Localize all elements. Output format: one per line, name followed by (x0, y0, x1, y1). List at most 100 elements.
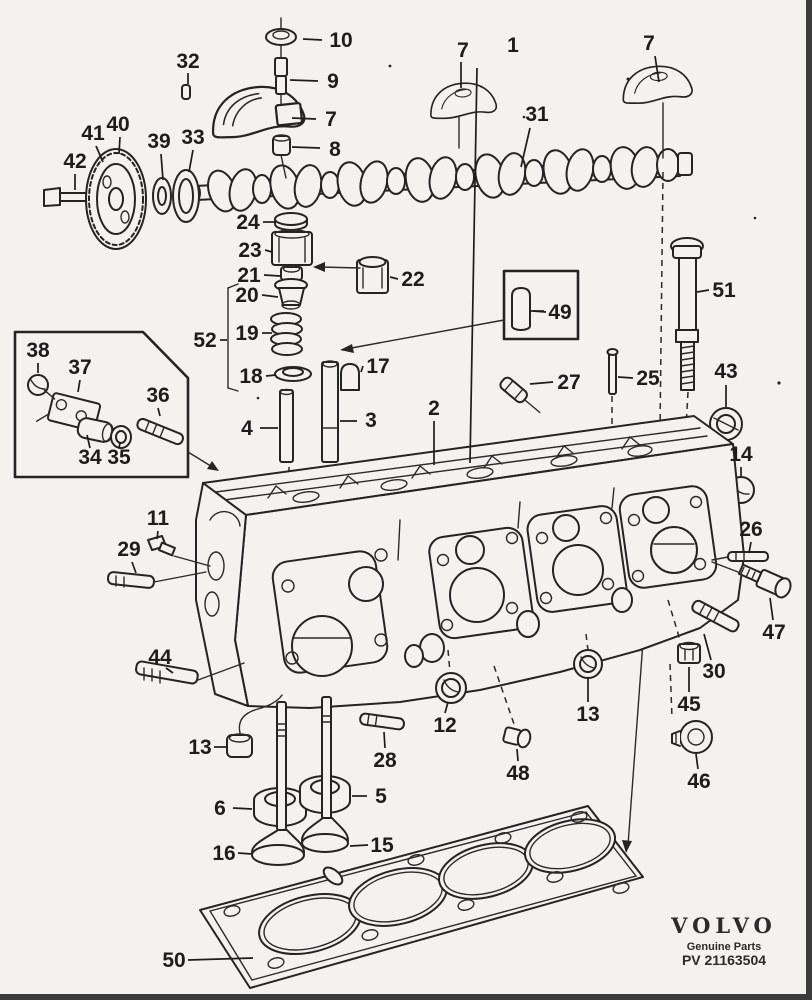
valve-adjuster-parts (265, 17, 297, 179)
washer-39 (152, 177, 172, 215)
callout-11: 11 (147, 507, 170, 530)
port-flange-2 (428, 526, 534, 640)
callout-30: 30 (702, 660, 725, 683)
leader-48 (516, 748, 519, 762)
plug-46 (671, 720, 713, 754)
leader-17 (360, 365, 364, 373)
leader-23 (264, 249, 273, 253)
shim-24 (274, 212, 308, 231)
leader-8 (291, 146, 321, 149)
callout-23: 23 (238, 239, 261, 262)
leader-30 (703, 633, 712, 661)
callout-49: 49 (548, 301, 571, 324)
stud-29 (106, 571, 207, 589)
port-flange-3 (526, 505, 628, 613)
callout-8: 8 (329, 138, 341, 161)
part-number-text: PV 21163504 (682, 952, 766, 968)
spring-19 (270, 312, 303, 356)
callout-36: 36 (146, 384, 169, 407)
leader-46 (695, 753, 699, 770)
callout-10: 10 (329, 29, 352, 52)
camshaft (191, 146, 693, 213)
callout-47: 47 (762, 621, 785, 644)
callout-6: 6 (214, 797, 226, 820)
leader-12 (444, 701, 449, 714)
leader-21 (263, 274, 281, 277)
retainer-20 (274, 278, 308, 310)
leader-26 (748, 541, 752, 554)
tappet-23 (271, 229, 313, 266)
nut-45 (677, 641, 701, 664)
callout-48: 48 (506, 762, 530, 785)
leader-31 (520, 127, 531, 168)
callout-39: 39 (147, 130, 170, 153)
callout-29: 29 (117, 538, 140, 561)
port-flange-4 (618, 485, 718, 589)
leader-22 (389, 276, 399, 280)
leader-39 (160, 153, 164, 181)
rocker-arm-left (211, 85, 306, 139)
stud-30 (691, 599, 740, 633)
stud-25 (606, 348, 619, 424)
callout-25: 25 (636, 367, 660, 390)
stud-28 (359, 712, 405, 731)
leader-33 (188, 149, 194, 173)
leader-44 (165, 667, 174, 674)
leader-41 (95, 145, 104, 163)
bolt-11 (147, 535, 211, 567)
rocker-arm-middle (430, 82, 498, 120)
callout-12: 12 (433, 714, 456, 737)
pin-32 (181, 84, 191, 100)
timing-gear-assembly (43, 84, 200, 250)
callout-4: 4 (241, 417, 253, 440)
callout-13b: 13 (576, 703, 599, 726)
callout-44: 44 (148, 646, 172, 669)
leader-50 (187, 957, 254, 961)
port-flange-1 (271, 548, 389, 677)
callout-43: 43 (714, 360, 737, 383)
leader-9 (289, 79, 319, 82)
callout-45: 45 (677, 693, 701, 716)
leader-7c (654, 55, 660, 83)
leader-47 (769, 597, 774, 621)
callout-16: 16 (212, 842, 235, 865)
callout-41: 41 (81, 122, 105, 145)
leader-10 (302, 38, 323, 41)
leader-36 (157, 407, 161, 417)
seat-18 (274, 366, 312, 382)
leader-27 (529, 381, 554, 385)
leader-40 (118, 136, 121, 155)
stud-36 (136, 417, 184, 446)
rocker-arms (211, 65, 693, 431)
callout-40: 40 (106, 113, 129, 136)
callout-28: 28 (373, 749, 397, 772)
leader-28 (383, 731, 386, 749)
leader-34 (86, 434, 91, 449)
callout-21: 21 (237, 264, 261, 287)
callout-19: 19 (235, 322, 258, 345)
leader-1 (469, 67, 478, 464)
volvo-logo: VOLVO (670, 913, 777, 938)
plug-38 (27, 374, 49, 396)
leader-18 (265, 374, 277, 377)
valve-guide-3 (321, 360, 339, 463)
tappet-22 (356, 256, 389, 294)
callout-27: 27 (557, 371, 580, 394)
leader-20 (261, 294, 279, 298)
leader-16 (237, 852, 253, 855)
inset-box (13, 330, 219, 479)
gear-40 (85, 148, 147, 250)
cylinder-head (195, 415, 745, 709)
callout-31: 31 (525, 103, 549, 126)
leader-37 (77, 379, 81, 393)
ring-12 (435, 672, 467, 704)
callout-9: 9 (327, 70, 339, 93)
callout-32: 32 (176, 50, 199, 73)
cap-13a (226, 694, 283, 758)
seal-box-49 (502, 269, 580, 341)
callout-35: 35 (107, 446, 131, 469)
cap-17 (340, 363, 360, 391)
bracket-52 (227, 283, 239, 392)
